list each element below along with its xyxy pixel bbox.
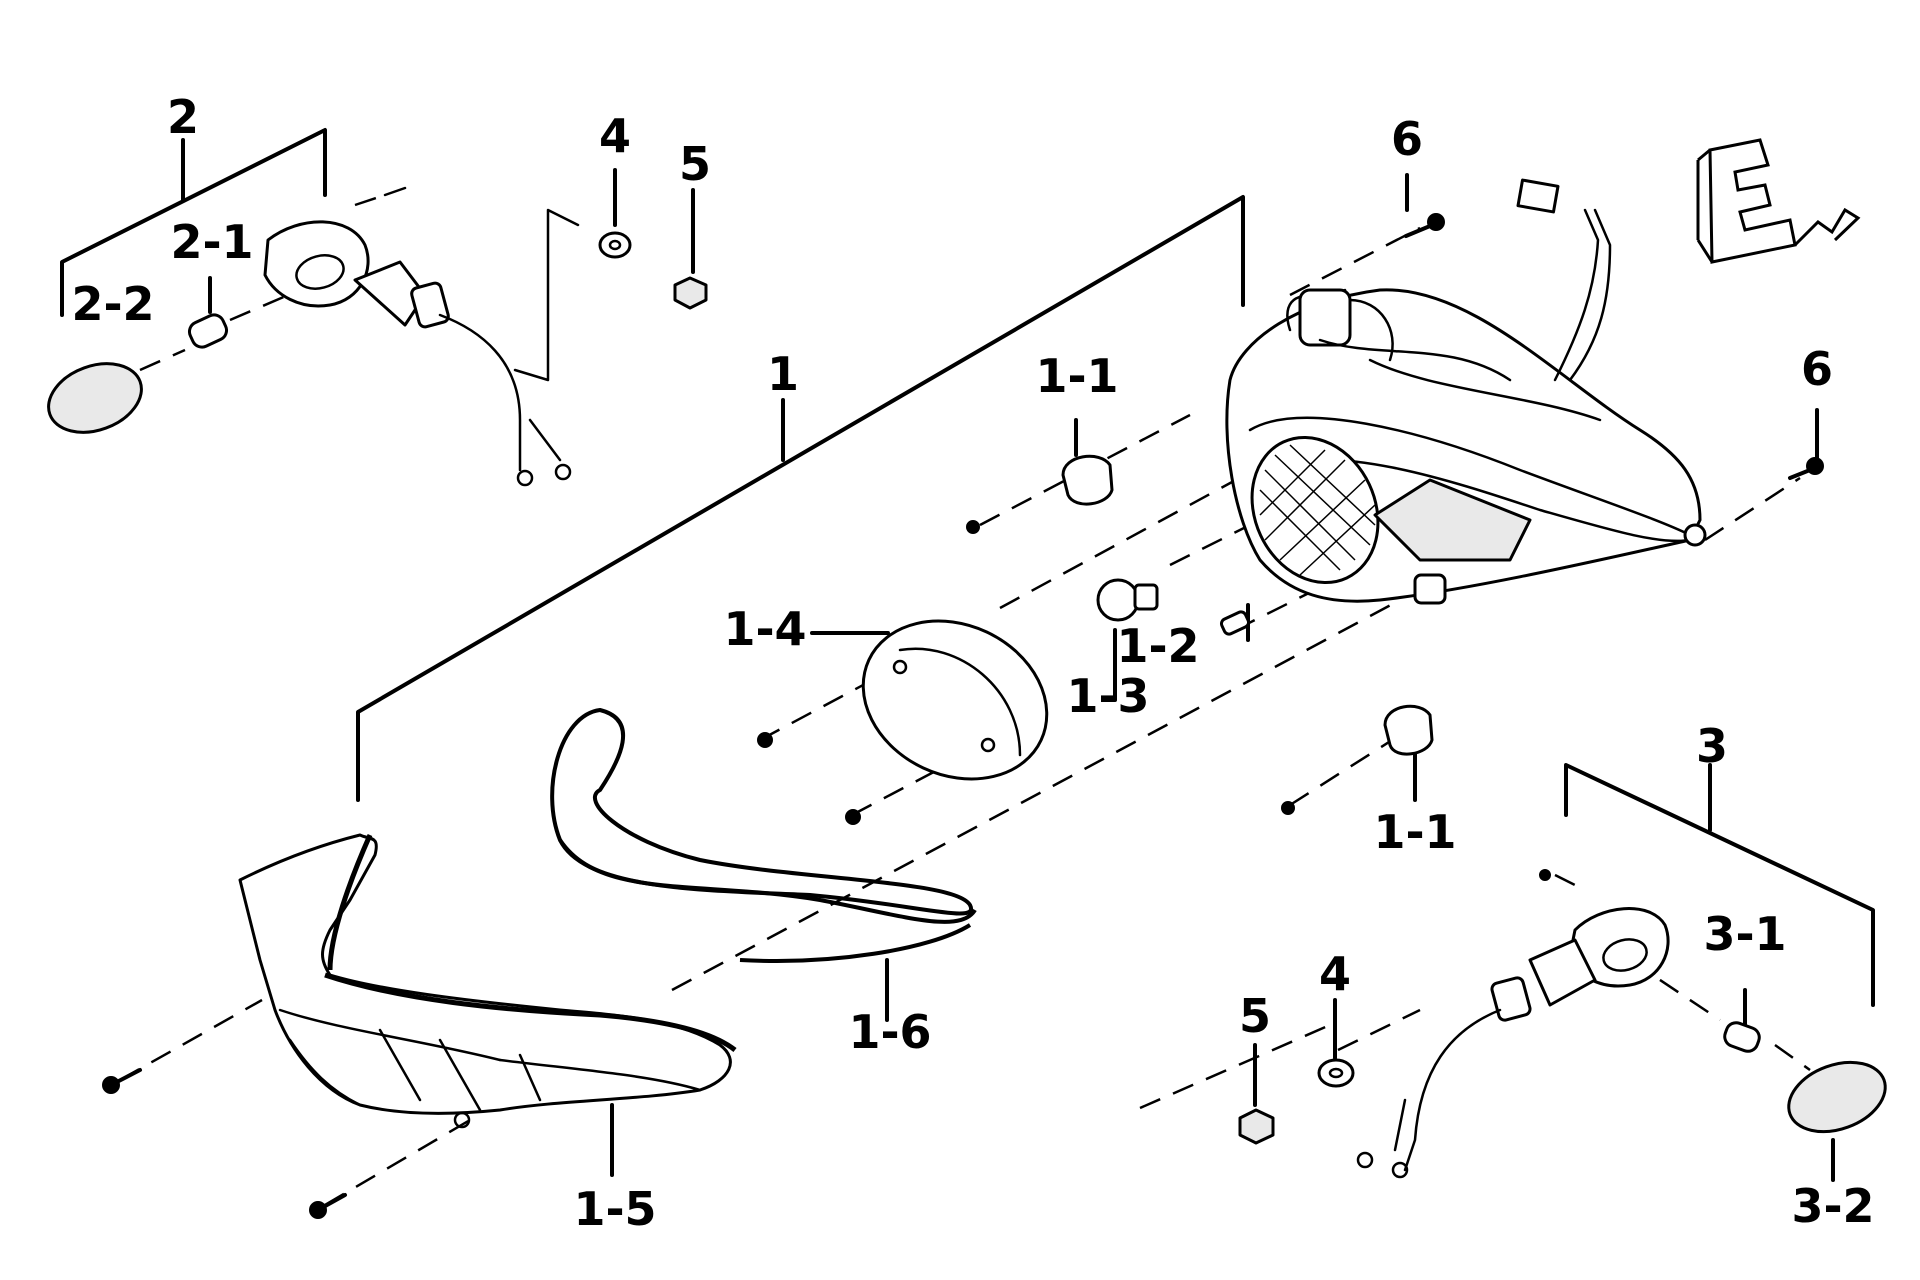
callout-2-2: 2-2 xyxy=(71,277,154,331)
brand-logo xyxy=(1696,138,1861,264)
callout-5-top: 5 xyxy=(679,137,711,191)
callout-6-top: 6 xyxy=(1391,112,1423,166)
washer-nut-bottom xyxy=(1238,1058,1355,1145)
callout-1-1-bottom: 1-1 xyxy=(1373,805,1456,859)
leader-lines xyxy=(208,168,1835,1182)
callout-labels: 2 2-1 2-2 4 5 1 1-1 6 6 1-4 1-2 1-3 1-1 … xyxy=(71,90,1874,1236)
bulb-1-3 xyxy=(1096,578,1159,622)
callout-3-1: 3-1 xyxy=(1703,907,1786,961)
bracket-group-2 xyxy=(60,128,327,317)
lens-1-4 xyxy=(757,619,1049,825)
callout-1: 1 xyxy=(767,347,799,401)
bulb-1-3-icon xyxy=(1096,578,1140,622)
lens-1-4-icon xyxy=(861,619,1049,781)
callout-2: 2 xyxy=(167,90,199,144)
position-bulb-1-1-top xyxy=(966,454,1114,534)
headlight-housing xyxy=(1225,178,1707,605)
callout-3-2: 3-2 xyxy=(1791,1179,1874,1233)
nut-5-icon xyxy=(673,276,708,310)
callout-4-bottom: 4 xyxy=(1319,947,1351,1001)
callout-1-3: 1-3 xyxy=(1066,669,1149,723)
bulb-1-2 xyxy=(1219,610,1251,636)
callout-4-top: 4 xyxy=(599,109,631,163)
callout-1-1-top: 1-1 xyxy=(1035,349,1118,403)
washer-4-bottom-icon xyxy=(1317,1058,1355,1088)
turn-signal-right xyxy=(1356,869,1887,1179)
callout-5-bottom: 5 xyxy=(1239,989,1271,1043)
callout-1-5: 1-5 xyxy=(573,1182,656,1236)
signal-housing-left xyxy=(263,220,370,308)
callout-1-2: 1-2 xyxy=(1116,619,1199,673)
lens-3-2-icon xyxy=(1787,1060,1887,1134)
headlight-cover-1-5 xyxy=(102,833,737,1219)
bulb-2-1-icon xyxy=(187,313,229,349)
callout-3: 3 xyxy=(1696,719,1728,773)
bulb-1-2-icon xyxy=(1219,610,1251,636)
callout-1-6: 1-6 xyxy=(848,1005,931,1059)
callout-1-4: 1-4 xyxy=(723,602,806,656)
bulb-1-1-bottom-icon xyxy=(1383,704,1434,756)
bracket-group-1 xyxy=(356,195,1245,802)
callout-6-right: 6 xyxy=(1801,342,1833,396)
bracket-group-3 xyxy=(1564,763,1875,1007)
washer-nut-top xyxy=(598,231,708,310)
screw-6-top-icon xyxy=(1404,213,1445,238)
connector-icon xyxy=(1516,178,1560,214)
bracket-group-4-5-top xyxy=(513,208,580,382)
callout-2-1: 2-1 xyxy=(170,215,253,269)
turn-signal-left xyxy=(47,186,572,487)
gasket-1-6 xyxy=(550,707,977,963)
washer-4-icon xyxy=(598,231,632,259)
position-bulb-1-1-bottom xyxy=(1281,704,1434,815)
bulb-1-1-top-icon xyxy=(1061,454,1114,506)
bulb-3-1-icon xyxy=(1723,1021,1761,1053)
gasket-1-6-icon xyxy=(550,707,973,916)
screw-6-right-icon xyxy=(1788,457,1824,480)
nut-5-bottom-icon xyxy=(1238,1108,1275,1145)
lens-2-2-icon xyxy=(47,362,143,434)
reflector-mesh-icon xyxy=(1250,435,1380,585)
